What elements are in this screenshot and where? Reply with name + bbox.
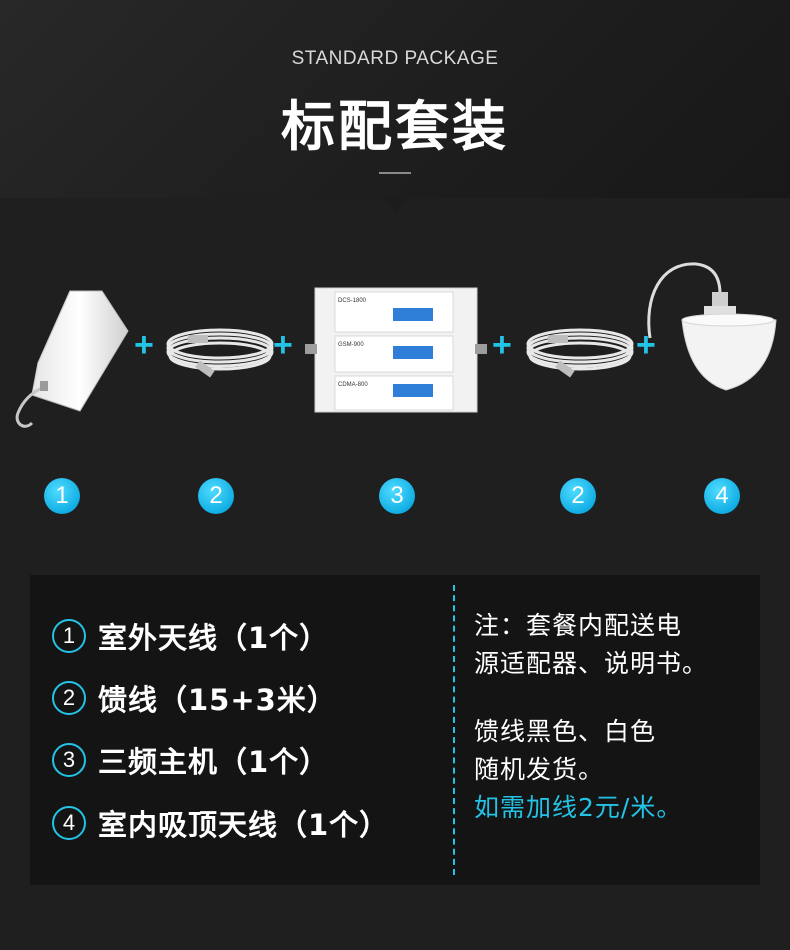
repeater-unit-icon: DCS-1800 GSM-900 CDMA-800 [305,287,487,413]
item-text: 室外天线（1个） [98,621,330,655]
svg-text:CDMA-800: CDMA-800 [338,382,368,388]
list-item: 2 馈线（15+3米） [52,678,337,718]
feeder-cable-icon [526,328,634,378]
svg-text:GSM-900: GSM-900 [338,342,364,348]
step-badge-2: 2 [198,478,234,514]
feeder-cable-icon [166,328,274,378]
item-number: 4 [52,806,86,840]
package-contents-panel [30,575,760,885]
item-text: 馈线（15+3米） [98,683,337,717]
note-line-1: 注：套餐内配送电 [474,611,683,640]
outdoor-antenna-icon [15,290,129,428]
list-item: 1 室外天线（1个） [52,616,329,656]
step-badge-5: 4 [704,478,740,514]
item-number: 2 [52,681,86,715]
list-item: 3 三频主机（1个） [52,740,329,780]
plus-sign-2: + [273,326,293,364]
svg-text:DCS-1800: DCS-1800 [338,298,367,304]
panel-divider [453,585,455,875]
item-number: 1 [52,619,86,653]
step-badge-4: 2 [560,478,596,514]
ceiling-antenna-icon [647,262,777,391]
list-item: 4 室内吸顶天线（1个） [52,803,389,843]
item-text: 三频主机（1个） [98,745,330,779]
plus-sign-1: + [134,326,154,364]
title-divider [379,172,411,174]
page-title: 标配套装 [281,95,509,158]
note-line-2: 源适配器、说明书。 [474,649,709,678]
step-badge-3: 3 [379,478,415,514]
header-notch [383,196,409,212]
note-line-3: 馈线黑色、白色 [474,717,657,746]
item-number: 3 [52,743,86,777]
plus-sign-3: + [492,326,512,364]
header-banner [0,0,790,198]
step-badge-1: 1 [44,478,80,514]
note-line-4: 随机发货。 [474,755,605,784]
item-text: 室内吸顶天线（1个） [98,808,390,842]
page-subtitle: STANDARD PACKAGE [291,48,499,69]
note-line-5: 如需加线2元/米。 [474,793,683,822]
